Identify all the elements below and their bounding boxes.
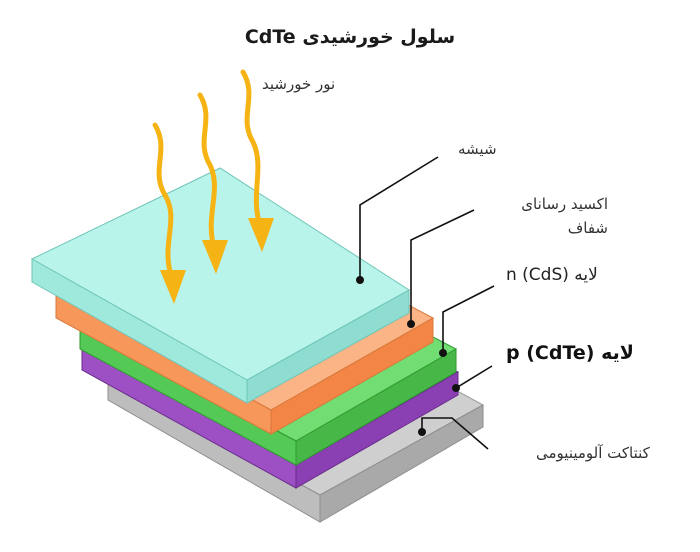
sun-arrow-right [240, 69, 263, 228]
arrowhead-left-icon [160, 270, 186, 304]
leader-dots [356, 276, 460, 436]
label-glass: شیشه [458, 140, 497, 158]
sunlight-arrows [152, 69, 263, 281]
label-sunlight: نور خورشید [262, 75, 336, 93]
layer-glass [30, 167, 410, 404]
leader-lines [359, 156, 495, 450]
arrowhead-right-icon [248, 218, 274, 252]
label-n-layer: لایه n (CdS) [506, 265, 598, 285]
leader-cdte [455, 365, 493, 389]
leader-cds [442, 285, 495, 353]
label-p-layer: لایه p (CdTe) [506, 342, 634, 364]
leader-aluminum [421, 417, 489, 450]
sun-arrow-left [152, 122, 175, 281]
leader-glass [359, 156, 439, 280]
label-tco: اکسید رسانای شفاف [478, 192, 608, 240]
leader-tco [410, 209, 475, 324]
label-tco-line2: شفاف [567, 219, 608, 237]
label-tco-line1: اکسید رسانای [521, 195, 608, 213]
diagram-title: سلول خورشیدی CdTe [244, 26, 456, 48]
sun-arrow-middle [197, 92, 217, 251]
arrowhead-middle-icon [202, 240, 228, 274]
label-aluminum: کنتاکت آلومینیومی [536, 444, 650, 462]
sunlight-arrowheads [160, 218, 274, 304]
